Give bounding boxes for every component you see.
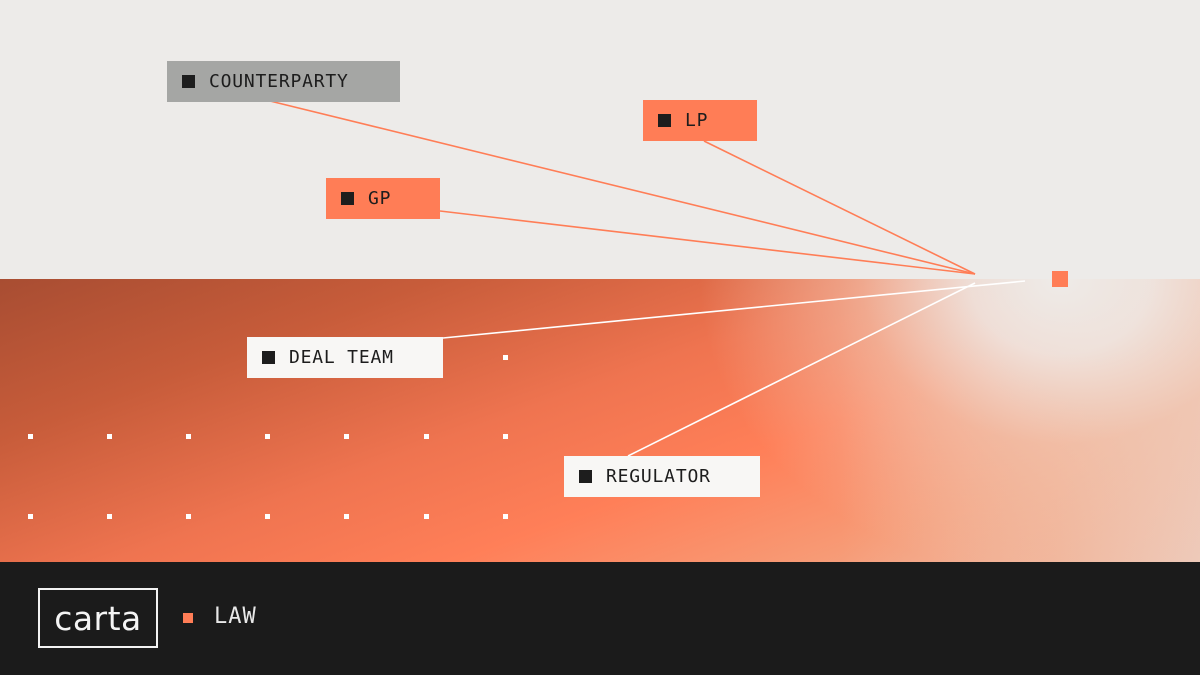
connector-counterparty bbox=[269, 100, 976, 275]
connector-gp bbox=[439, 210, 976, 275]
tag-label: GP bbox=[368, 188, 392, 209]
tag-gp: GP bbox=[326, 178, 440, 219]
tag-label: LP bbox=[685, 110, 709, 131]
orange-square-icon bbox=[183, 613, 193, 623]
tag-label: COUNTERPARTY bbox=[209, 71, 349, 92]
grid-dot bbox=[28, 514, 33, 519]
gradient-band bbox=[0, 279, 1200, 562]
black-square-icon bbox=[262, 351, 275, 364]
black-square-icon bbox=[182, 75, 195, 88]
logo-text: carta bbox=[54, 598, 142, 638]
tag-deal-team: DEAL TEAM bbox=[247, 337, 443, 378]
grid-dot bbox=[265, 434, 270, 439]
grid-dot bbox=[107, 434, 112, 439]
grid-dot bbox=[265, 514, 270, 519]
tag-label: DEAL TEAM bbox=[289, 347, 394, 368]
grid-dot bbox=[424, 434, 429, 439]
connector-lp bbox=[703, 140, 976, 275]
carta-logo: carta bbox=[38, 588, 158, 648]
tag-regulator: REGULATOR bbox=[564, 456, 760, 497]
grid-dot bbox=[344, 514, 349, 519]
connector-deal-team bbox=[442, 280, 1026, 339]
footer-bar bbox=[0, 562, 1200, 675]
grid-dot bbox=[344, 434, 349, 439]
connector-regulator bbox=[627, 282, 976, 457]
black-square-icon bbox=[341, 192, 354, 205]
grid-dot bbox=[503, 514, 508, 519]
grid-dot bbox=[28, 434, 33, 439]
top-background bbox=[0, 0, 1200, 279]
black-square-icon bbox=[658, 114, 671, 127]
section-label: LAW bbox=[214, 604, 257, 629]
endpoint-square-icon bbox=[1052, 271, 1068, 287]
grid-dot bbox=[503, 434, 508, 439]
grid-dot bbox=[186, 514, 191, 519]
tag-label: REGULATOR bbox=[606, 466, 711, 487]
tag-counterparty: COUNTERPARTY bbox=[167, 61, 400, 102]
grid-dot bbox=[503, 355, 508, 360]
black-square-icon bbox=[579, 470, 592, 483]
grid-dot bbox=[424, 514, 429, 519]
grid-dot bbox=[186, 434, 191, 439]
grid-dot bbox=[107, 514, 112, 519]
tag-lp: LP bbox=[643, 100, 757, 141]
